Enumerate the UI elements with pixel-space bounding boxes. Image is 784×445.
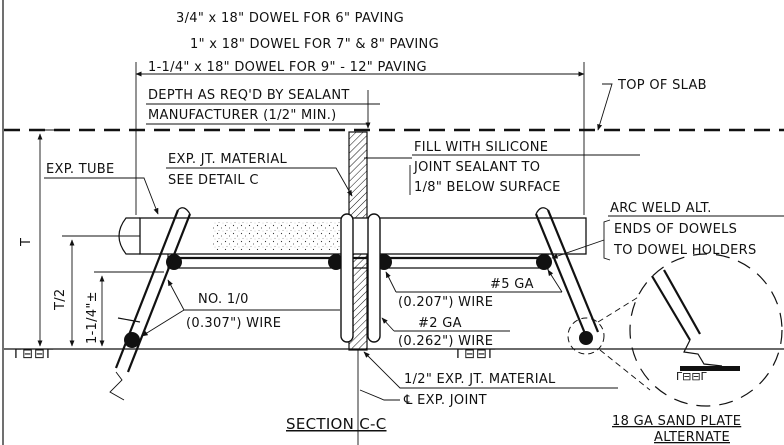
detail-callout-large <box>629 253 783 407</box>
wire-5ga-leader <box>547 269 563 293</box>
exp-jt-half-label: 1/2" EXP. JT. MATERIAL <box>404 372 556 387</box>
cl-exp-joint-label: ℄ EXP. JOINT <box>403 393 487 408</box>
sand-plate-label-1: 18 GA SAND PLATE <box>612 414 741 429</box>
dowel-note-1: 3/4" x 18" DOWEL FOR 6" PAVING <box>176 11 404 26</box>
exp-jt-half-leader <box>363 351 618 389</box>
wire-no10-label-1: NO. 1/0 <box>198 292 249 307</box>
wire-dot-right <box>536 254 552 270</box>
wire-5ga-label-1: #5 GA <box>490 277 534 292</box>
arc-weld-leader <box>551 239 605 259</box>
stake-left <box>340 213 354 343</box>
wire-dot-bottom-right <box>579 331 593 345</box>
wire-5ga-leader-2 <box>385 271 397 293</box>
dim-114-label: 1-1/4"± <box>85 291 100 344</box>
wire-2ga-label-1: #2 GA <box>418 316 462 331</box>
ground-symbol-left: ᒥ⊟⊟ᒥ <box>14 347 54 362</box>
wire-2ga-label-2: (0.262") WIRE <box>398 334 493 349</box>
arc-weld-note-3: TO DOWEL HOLDERS <box>613 243 757 258</box>
dowel-note-2: 1" x 18" DOWEL FOR 7" & 8" PAVING <box>190 37 439 52</box>
exp-tube-leader <box>44 177 159 215</box>
silicone-note-3: 1/8" BELOW SURFACE <box>414 180 561 195</box>
dowel-note-3: 1-1/4" x 18" DOWEL FOR 9" - 12" PAVING <box>148 60 427 75</box>
diagonal-stake-left <box>109 207 192 401</box>
depth-note-line-2: MANUFACTURER (1/2" MIN.) <box>148 108 337 123</box>
detail-connector-top <box>597 295 641 323</box>
ground-symbol-mid: ᒥ⊟⊟ᒥ <box>456 347 496 362</box>
exp-jt-material-note-1: EXP. JT. MATERIAL <box>168 152 288 167</box>
exp-jt-material-note-2: SEE DETAIL C <box>168 173 259 188</box>
arc-weld-note-2: ENDS OF DOWELS <box>614 222 737 237</box>
exp-tube-label: EXP. TUBE <box>46 162 115 177</box>
wire-2ga-leader <box>381 317 395 332</box>
wire-no10-leader-a <box>141 309 185 337</box>
wire-5ga-label-2: (0.207") WIRE <box>398 295 493 310</box>
wire-dot-mid-left <box>328 254 344 270</box>
cl-joint-leader <box>359 389 400 401</box>
section-title: SECTION C-C <box>286 415 387 433</box>
top-of-slab-label: TOP OF SLAB <box>617 78 707 93</box>
top-of-slab-leader <box>597 83 613 131</box>
dowel-concrete-fill <box>212 222 342 250</box>
detail-connector-bottom <box>599 349 651 391</box>
depth-note-line-1: DEPTH AS REQ'D BY SEALANT <box>148 88 350 103</box>
svg-text:ᒥ⊟⊟ᒥ: ᒥ⊟⊟ᒥ <box>676 370 708 383</box>
silicone-note-2: JOINT SEALANT TO <box>413 160 540 175</box>
dowel-bar <box>139 217 587 255</box>
sand-plate-label-2: ALTERNATE <box>654 430 730 445</box>
diagonal-stake-right <box>534 207 600 337</box>
dim-t-label: T <box>19 238 34 247</box>
silicone-note-1: FILL WITH SILICONE <box>414 140 548 155</box>
wire-no10-label-2: (0.307") WIRE <box>186 316 281 331</box>
detail-callout-small <box>567 317 605 355</box>
stake-right <box>367 213 381 343</box>
exp-jt-material-leader <box>166 167 353 197</box>
wire-no10-leader-b <box>167 279 185 311</box>
dim-t2-label: T/2 <box>53 289 68 312</box>
sand-plate-detail: ᒥ⊟⊟ᒥ <box>651 269 740 383</box>
arc-weld-brace <box>603 219 611 261</box>
arc-weld-note-1: ARC WELD ALT. <box>610 201 712 216</box>
